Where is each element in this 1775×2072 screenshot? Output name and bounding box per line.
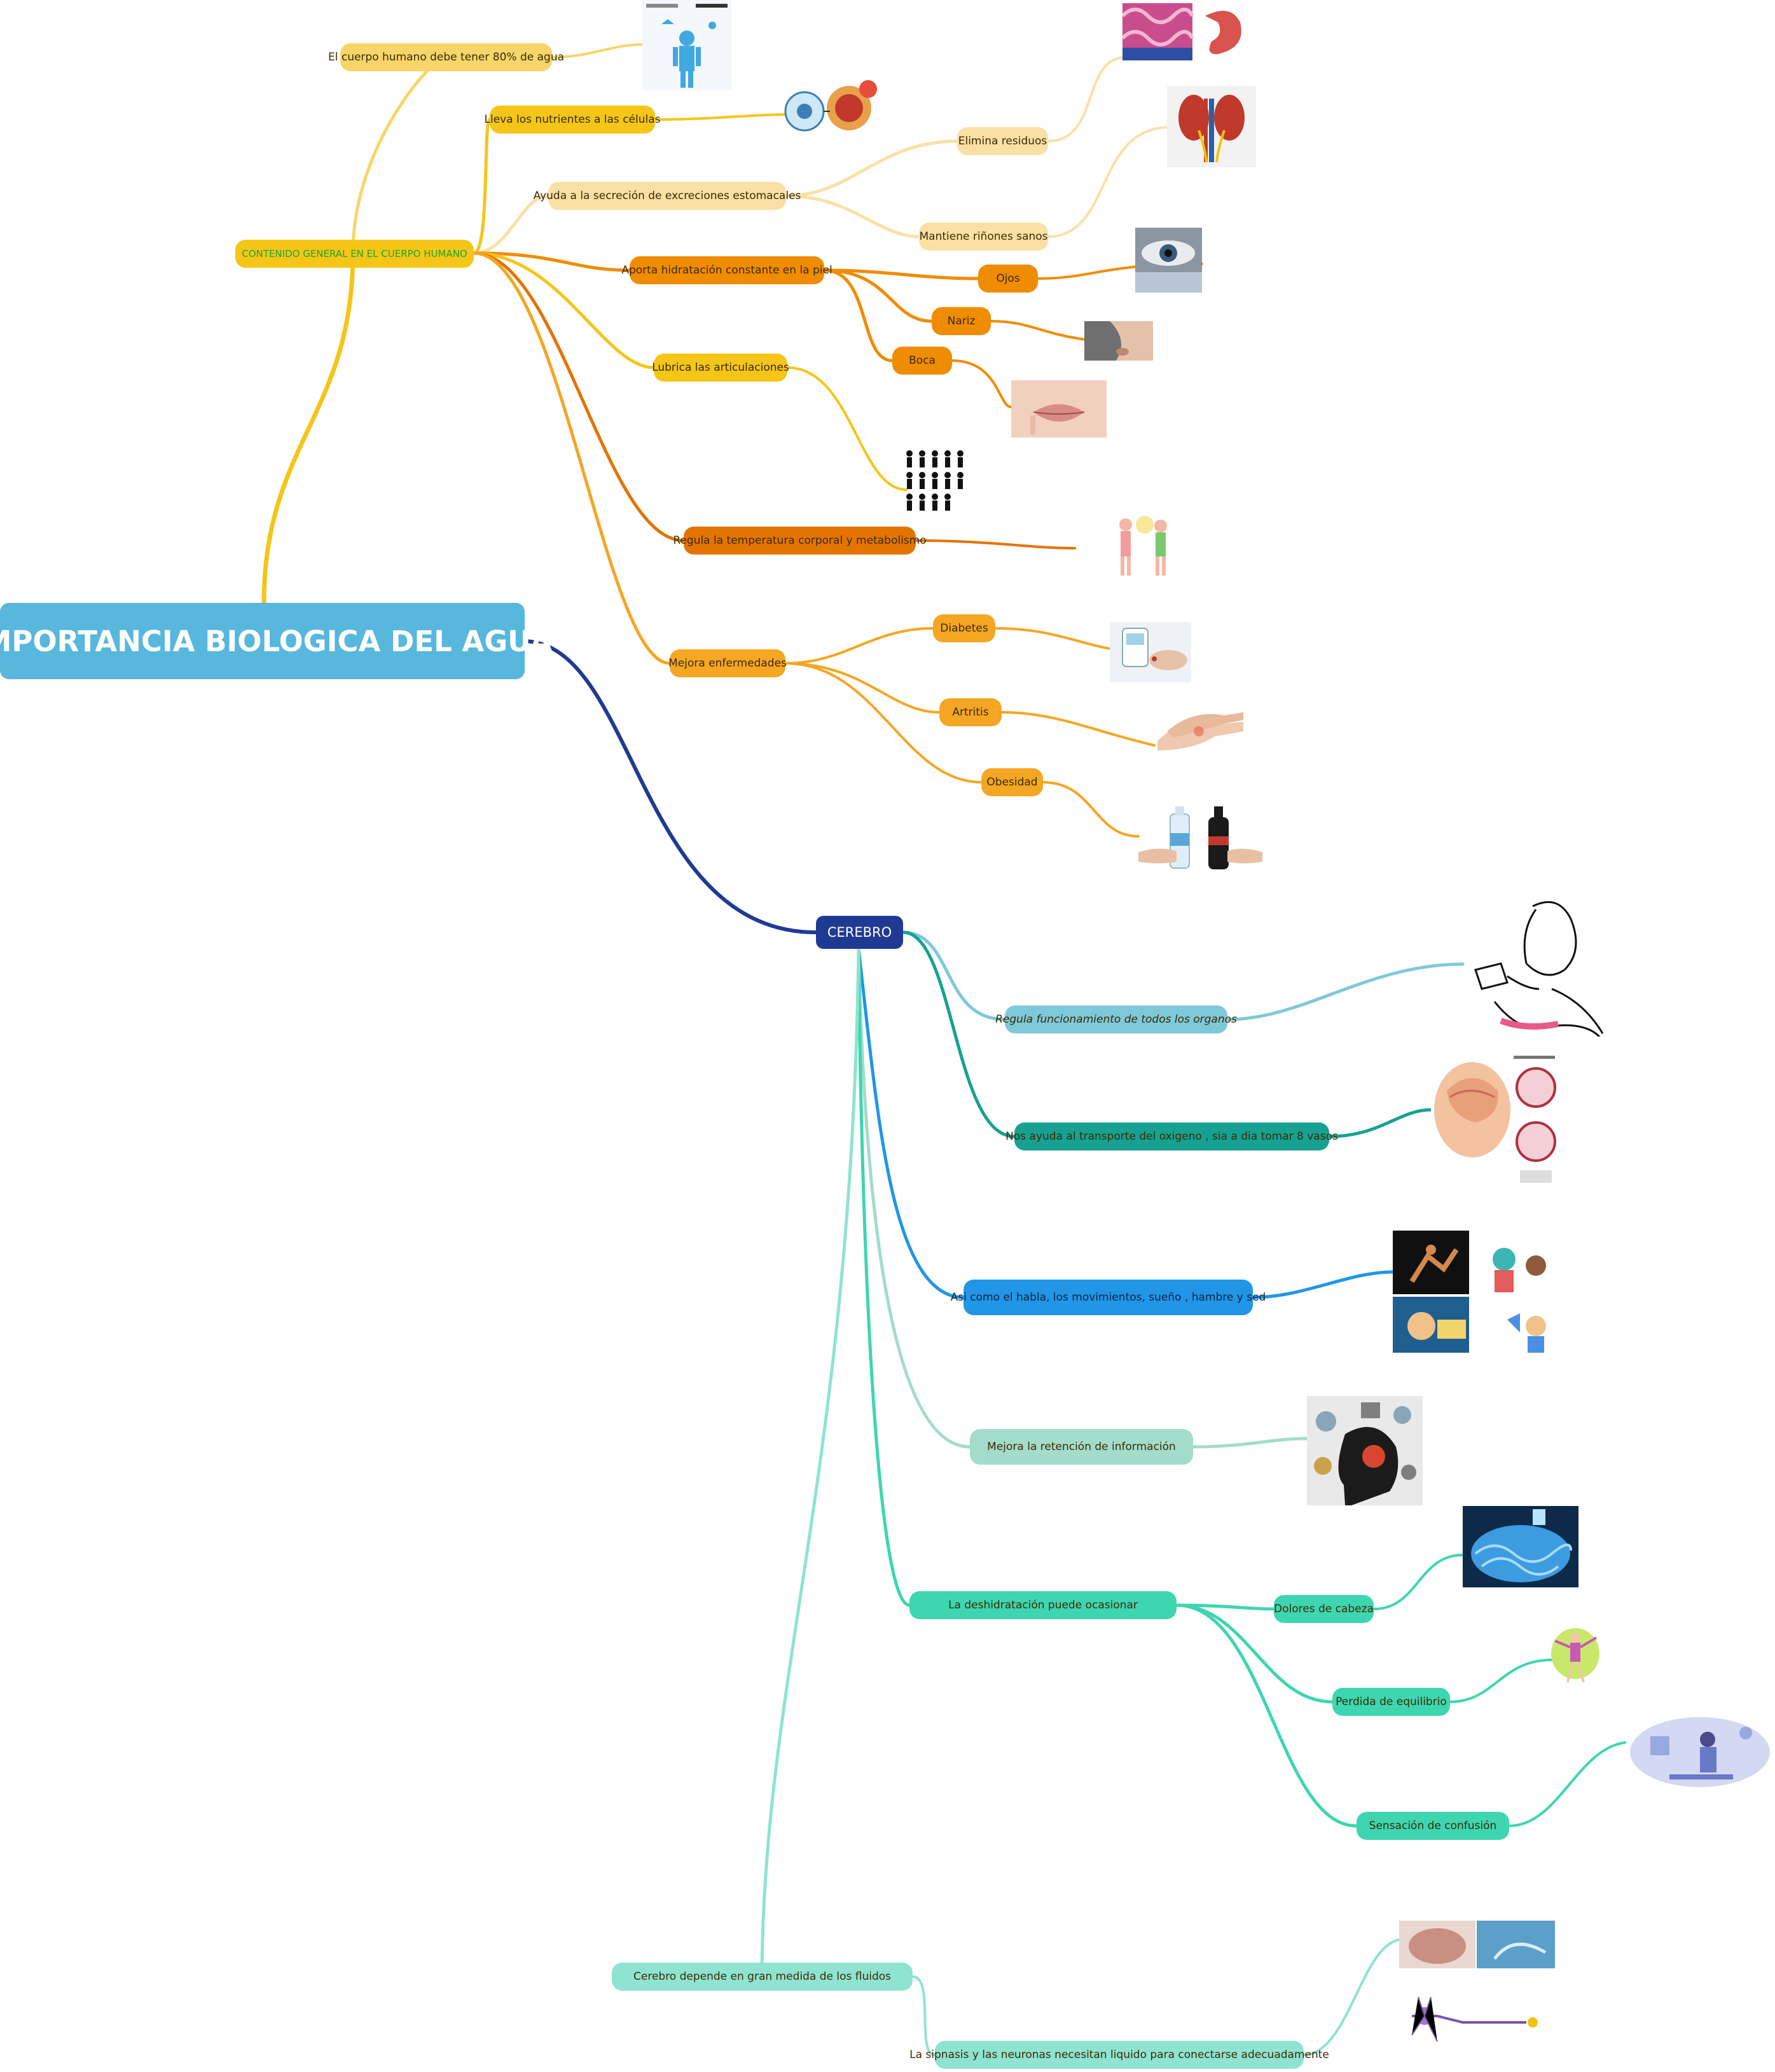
topic-organs[interactable]: Regula funcionamiento de todos los organ… — [995, 1005, 1237, 1033]
hands-image — [1154, 706, 1247, 758]
topic-retention[interactable]: Mejora la retención de información — [970, 1429, 1193, 1465]
root-topic[interactable]: IMPORTANCIA BIOLOGICA DEL AGUA — [0, 603, 552, 679]
nose-image — [1084, 321, 1153, 361]
neurons-image — [1399, 1921, 1555, 2057]
topic-synapse[interactable]: La sipnasis y las neuronas necesitan liq… — [909, 2041, 1329, 2069]
topic-headache[interactable]: Dolores de cabeza — [1274, 1595, 1374, 1623]
brain-functions-image — [1393, 1231, 1561, 1353]
topic-temperature[interactable]: Regula la temperatura corporal y metabol… — [673, 527, 927, 555]
topic-nose[interactable]: Nariz — [932, 307, 991, 335]
eye-image — [1135, 228, 1202, 293]
topic-fluids[interactable]: Cerebro depende en gran medida de los fl… — [612, 1963, 913, 1991]
kidneys-image — [1167, 86, 1256, 167]
bottles-image — [1138, 801, 1262, 871]
topic-cerebro[interactable]: CEREBRO — [816, 916, 903, 949]
woman-drinking-image — [1456, 894, 1606, 1037]
cells-image — [779, 76, 881, 140]
topic-general-content[interactable]: CONTENIDO GENERAL EN EL CUERPO HUMANO — [235, 240, 474, 268]
dizzy-woman-image — [1549, 1625, 1603, 1689]
topic-diseases[interactable]: Mejora enfermedades — [668, 649, 787, 677]
topic-speech[interactable]: Asi como el habla, los movimientos, sueñ… — [951, 1280, 1266, 1315]
topic-dehydration[interactable]: La deshidratación puede ocasionar — [909, 1591, 1177, 1619]
brain-gears-image — [1307, 1396, 1423, 1505]
brain-oxygen-image — [1431, 1053, 1558, 1192]
temperature-image — [1107, 512, 1183, 579]
lips-image — [1011, 380, 1107, 438]
topic-confusion[interactable]: Sensación de confusión — [1357, 1812, 1509, 1840]
topic-water-80[interactable]: El cuerpo humano debe tener 80% de agua — [328, 43, 564, 71]
water-chart-image — [642, 0, 731, 90]
topic-waste[interactable]: Elimina residuos — [957, 127, 1048, 155]
topic-eyes[interactable]: Ojos — [978, 265, 1038, 293]
stomach-image — [1122, 3, 1250, 60]
topic-joints[interactable]: Lubrica las articulaciones — [652, 354, 789, 382]
topic-secretion[interactable]: Ayuda a la secreción de excreciones esto… — [534, 182, 801, 210]
joints-image — [903, 448, 973, 512]
topic-obesity[interactable]: Obesidad — [981, 768, 1043, 796]
topic-nutrients[interactable]: Lleva los nutrientes a las células — [485, 106, 661, 134]
topic-balance[interactable]: Perdida de equilibrio — [1332, 1688, 1450, 1716]
topic-arthritis[interactable]: Artritis — [939, 698, 1002, 726]
topic-kidneys[interactable]: Mantiene riñones sanos — [919, 223, 1048, 251]
glucose-meter-image — [1110, 622, 1191, 682]
topic-oxygen[interactable]: Nos ayuda al transporte del oxigeno , si… — [1005, 1122, 1338, 1150]
topic-diabetes[interactable]: Diabetes — [933, 614, 995, 642]
brain-water-image — [1463, 1506, 1578, 1587]
topic-mouth[interactable]: Boca — [892, 347, 952, 375]
confused-woman-image — [1625, 1708, 1774, 1797]
topic-skin[interactable]: Aporta hidratación constante en la piel — [621, 256, 832, 284]
